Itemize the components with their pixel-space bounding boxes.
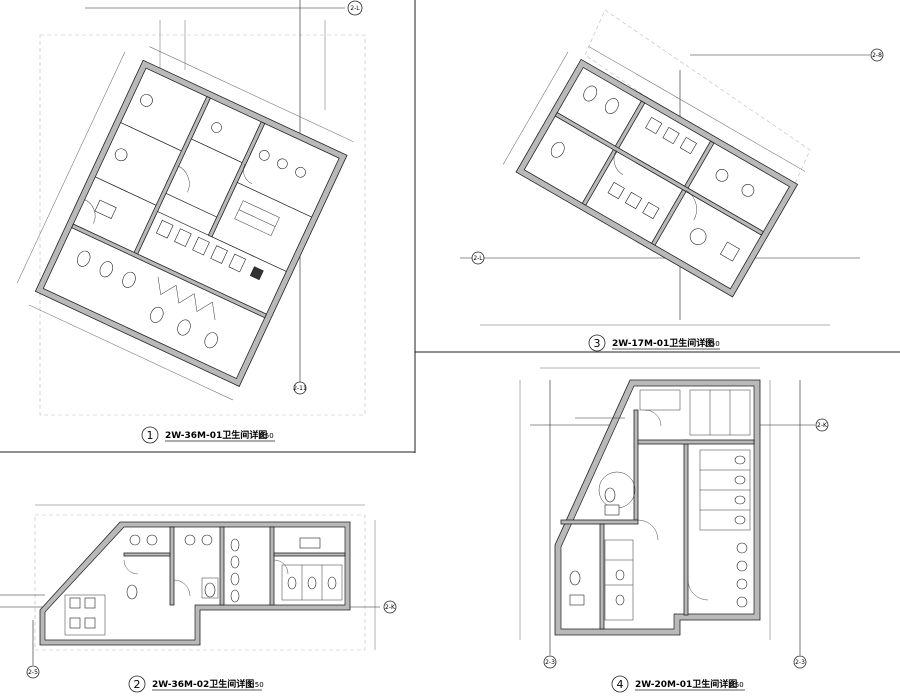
grid-tag-d4-right: 2-K (817, 422, 828, 429)
title-block-1: 1 2W-36M-01卫生间详图 1:50 (141, 426, 275, 444)
drawing-number-2: 2 (134, 678, 141, 691)
grid-tag-d3-left: 2-L (473, 255, 483, 262)
drawing-4-plan: 2-K 2-3 2-3 (519, 367, 829, 669)
drawing-scale-2: 1:50 (248, 681, 264, 689)
drawing-scale-1: 1:50 (258, 432, 274, 440)
grid-tag-d2-right: 2-K (385, 604, 396, 611)
grid-tag-d4-bottom-right: 2-3 (795, 659, 805, 666)
drawing-number-1: 1 (147, 429, 154, 442)
drawing-scale-3: 1:50 (704, 340, 720, 348)
drawing-title-1: 2W-36M-01卫生间详图 (165, 429, 267, 441)
grid-tag-d3-right: 2-8 (872, 52, 882, 59)
drawing-title-2: 2W-36M-02卫生间详图 (152, 678, 254, 690)
drawing-3-plan: 2-L 2-8 (460, 9, 884, 326)
title-block-2: 2 2W-36M-02卫生间详图 1:50 (128, 675, 264, 693)
drawing-number-4: 4 (617, 678, 624, 691)
grid-tag-d4-bottom-left: 2-3 (545, 659, 555, 666)
drawing-title-3: 2W-17M-01卫生间详图 (612, 337, 714, 349)
grid-tag-d2-bottom: 2-5 (28, 669, 38, 676)
grid-tag-d1-bottom: 2-11 (293, 385, 307, 392)
grid-tag-d1-top: 2-L (350, 5, 360, 12)
drawing-scale-4: 1:50 (728, 681, 744, 689)
sheet-dividers (0, 0, 900, 453)
drawing-1-plan: 2-L (17, 0, 366, 416)
title-block-3: 3 2W-17M-01卫生间详图 1:50 (588, 334, 720, 352)
title-block-4: 4 2W-20M-01卫生间详图 1:50 (611, 675, 745, 693)
drawing-2-plan: 2-K 2-5 (0, 504, 397, 679)
drawing-title-4: 2W-20M-01卫生间详图 (635, 678, 737, 690)
drawing-number-3: 3 (594, 337, 601, 350)
